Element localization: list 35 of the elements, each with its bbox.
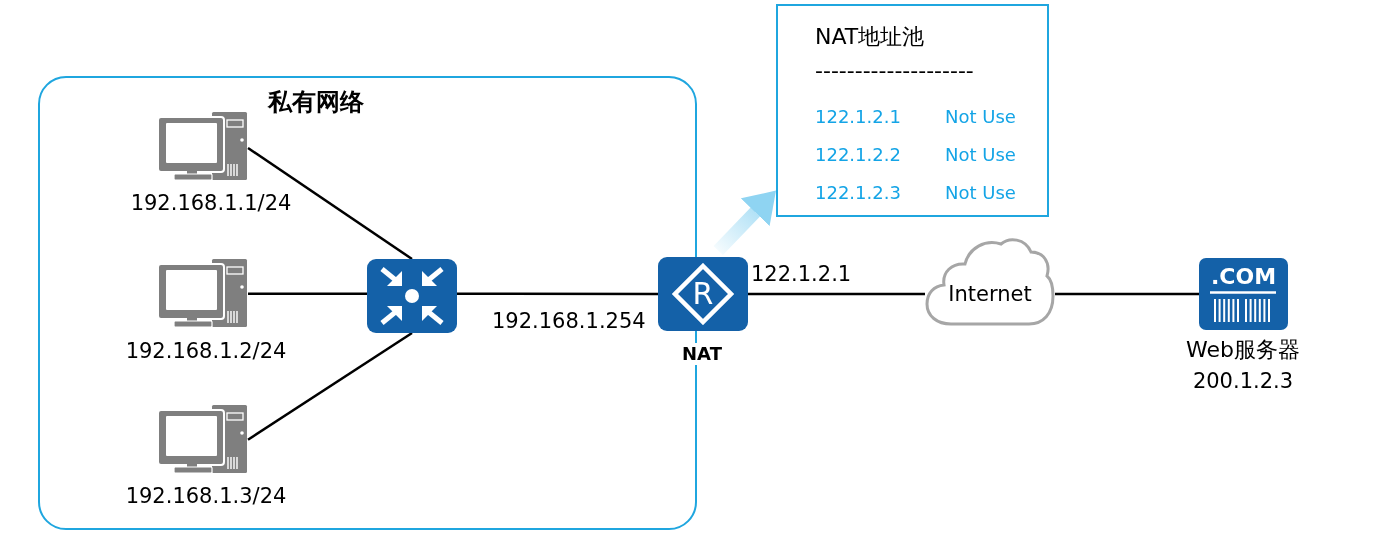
- domain-text: .COM: [1210, 264, 1277, 291]
- server-name-label: Web服务器: [1186, 337, 1300, 364]
- block-arrow: [713, 190, 776, 256]
- ip-address-label: 200.1.2.3: [1192, 369, 1294, 395]
- interface-address-label: 192.168.1.254: [492, 309, 646, 335]
- desktop-computer-icon: [157, 112, 248, 180]
- internet-cloud: [925, 236, 1055, 326]
- pool-title: NAT地址池: [815, 24, 925, 51]
- network-switch-icon: [367, 259, 457, 333]
- pool-status-text: Not Use: [945, 182, 1016, 204]
- network-link: [247, 331, 413, 441]
- pool-ip-address: 122.1.2.1: [815, 106, 901, 128]
- desktop-computer-icon: [157, 259, 248, 327]
- ip-address-label: 192.168.1.3/24: [125, 484, 287, 510]
- address-pool-panel: [776, 4, 1049, 217]
- device-label: NAT: [680, 343, 724, 365]
- cloud-label: Internet: [948, 282, 1032, 308]
- network-link: [748, 292, 925, 296]
- router-tile: [658, 257, 748, 331]
- pool-ip-address: 122.1.2.2: [815, 144, 901, 166]
- pool-status-text: Not Use: [945, 106, 1016, 128]
- group-title: 私有网络: [268, 88, 364, 117]
- separator-dashes: --------------------: [815, 58, 974, 85]
- ip-address-label: 192.168.1.2/24: [125, 339, 287, 365]
- web-server-tile: [1199, 258, 1288, 330]
- network-link: [457, 292, 658, 296]
- network-link: [1055, 292, 1199, 296]
- pool-ip-address: 122.1.2.3: [815, 182, 901, 204]
- ip-address-label: 192.168.1.1/24: [130, 191, 292, 217]
- pool-status-text: Not Use: [945, 144, 1016, 166]
- network-link: [248, 292, 367, 296]
- interface-address-label: 122.1.2.1: [751, 262, 852, 288]
- desktop-computer-icon: [157, 405, 248, 473]
- router-letter: R: [692, 279, 714, 309]
- network-link: [247, 147, 413, 261]
